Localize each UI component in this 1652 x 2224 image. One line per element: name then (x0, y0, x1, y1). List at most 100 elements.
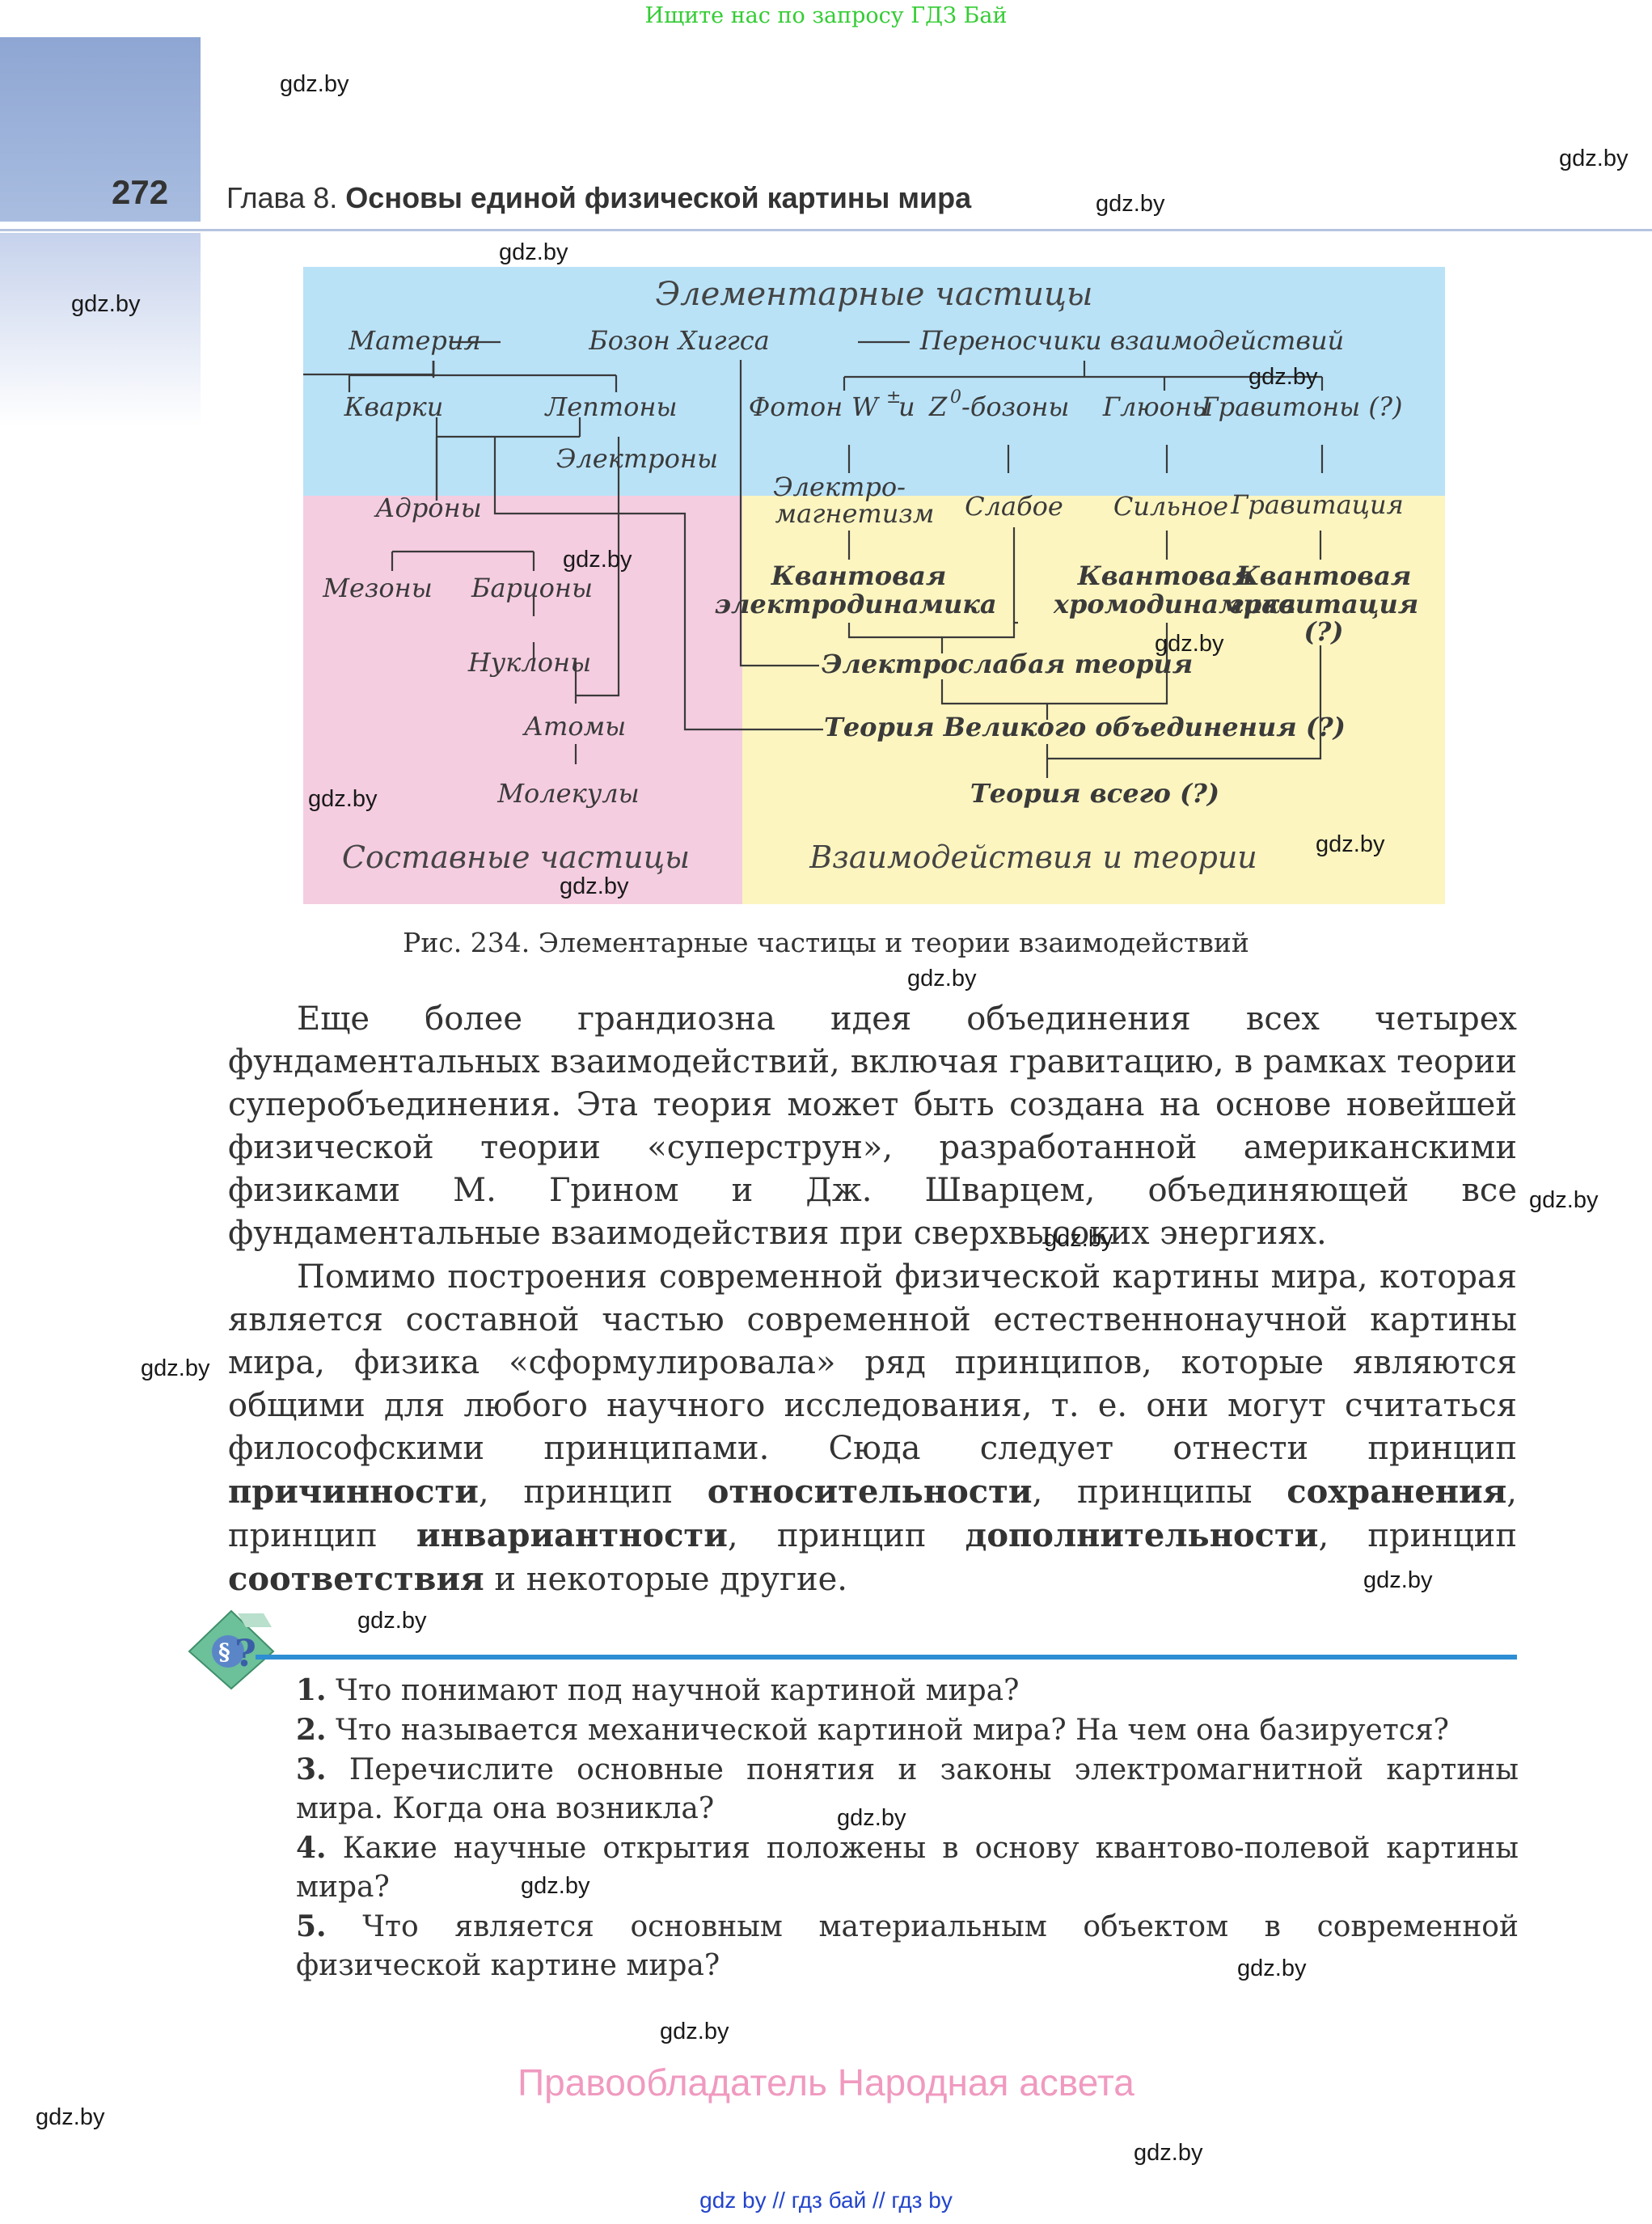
diagram-labels: Элементарные частицы Материя Бозон Хиггс… (322, 276, 1418, 875)
chapter-name: Основы единой физической картины мира (345, 181, 972, 214)
header-rule (0, 229, 1652, 231)
paragraph-2: Помимо построения современной физической… (228, 1256, 1517, 1601)
node-qcd-line2: хромодинамика (1053, 589, 1296, 619)
watermark: gdz.by (357, 1608, 427, 1634)
svg-text:§: § (218, 1638, 230, 1665)
node-molecules: Молекулы (496, 778, 639, 809)
paragraph-1-text: Еще более грандиозна идея объединения вс… (228, 1000, 1517, 1252)
watermark: gdz.by (280, 71, 349, 97)
watermark: gdz.by (36, 2104, 105, 2130)
node-baryons: Барионы (471, 573, 593, 603)
node-wz-z: Z (928, 391, 948, 422)
watermark: gdz.by (1529, 1187, 1599, 1213)
elementary-region (303, 267, 1445, 496)
chapter-title: Глава 8. Основы единой физической картин… (226, 181, 971, 215)
page-corner-gradient (0, 233, 201, 427)
node-qed-line1: Квантовая (771, 560, 947, 591)
paragraph-2-text: Помимо построения современной физической… (228, 1258, 1518, 1598)
watermark: gdz.by (1096, 191, 1165, 217)
interactions-region (742, 496, 1445, 904)
theory-labels: Квантовая электродинамика Квантовая хром… (714, 560, 1418, 809)
questions-list: 1. Что понимают под научной картиной мир… (296, 1671, 1519, 1985)
watermark: gdz.by (499, 239, 568, 265)
node-higgs: Бозон Хиггса (588, 325, 769, 356)
node-quarks: Кварки (344, 391, 444, 422)
term-conservation: сохранения (1287, 1473, 1507, 1511)
watermark: gdz.by (1155, 631, 1224, 657)
node-mesons: Мезоны (322, 573, 433, 603)
node-qed-line2: электродинамика (714, 589, 996, 619)
node-electroweak: Электрослабая теория (822, 649, 1193, 679)
svg-text:?: ? (234, 1631, 256, 1675)
watermark: gdz.by (1316, 831, 1385, 857)
node-matter: Материя (348, 325, 480, 356)
region-title-interactions: Взаимодействия и теории (809, 839, 1257, 875)
node-electrons: Электроны (556, 443, 718, 474)
term-causality: причинности (228, 1473, 479, 1511)
watermark: gdz.by (1237, 1956, 1307, 1981)
node-qg-line1: Квантовая (1236, 560, 1412, 591)
region-title-elementary: Элементарные частицы (656, 276, 1093, 313)
node-atoms: Атомы (522, 711, 626, 742)
composite-region (303, 496, 742, 904)
node-leptons: Лептоны (544, 391, 678, 422)
node-toe: Теория всего (?) (970, 778, 1219, 809)
watermark: gdz.by (563, 547, 632, 573)
question-4: 4. Какие научные открытия положены в осн… (296, 1831, 1519, 1904)
figure-caption: Рис. 234. Элементарные частицы и теории … (403, 927, 1249, 958)
node-carriers: Переносчики взаимодействий (919, 325, 1344, 356)
node-qg-line3: (?) (1303, 616, 1343, 647)
node-gut: Теория Великого объединения (?) (824, 712, 1346, 742)
term-invariance: инвариантности (416, 1516, 728, 1554)
watermark: gdz.by (660, 2019, 729, 2044)
page-number: 272 (112, 173, 169, 211)
watermark: gdz.by (1363, 1567, 1433, 1593)
questions-rule (256, 1655, 1517, 1660)
question-3: 3. Перечислите основные понятия и законы… (296, 1753, 1519, 1825)
node-em-line2: магнетизм (775, 498, 935, 529)
question-5: 5. Что является основным материальным об… (296, 1909, 1519, 1982)
watermark: gdz.by (141, 1355, 210, 1381)
node-hadrons: Адроны (374, 493, 481, 523)
page-corner-tab (0, 37, 201, 222)
watermark: gdz.by (907, 966, 977, 991)
watermark: gdz.by (1134, 2140, 1203, 2166)
tree-lines (348, 360, 1324, 778)
node-wz-and: и (898, 391, 915, 422)
chapter-prefix: Глава 8. (226, 181, 338, 214)
node-photon: Фотон (749, 391, 843, 422)
watermark: gdz.by (837, 1805, 906, 1831)
watermark: gdz.by (1044, 1226, 1113, 1252)
bottom-links[interactable]: gdz by // гдз бай // гдз by (699, 2188, 953, 2213)
watermark: gdz.by (521, 1873, 590, 1899)
node-em-line1: Электро- (773, 471, 906, 502)
node-qcd-line1: Квантовая (1077, 560, 1253, 591)
paragraph-1: Еще более грандиозна идея объединения вс… (228, 998, 1517, 1255)
node-wz-0: 0 (950, 387, 961, 408)
node-strong: Сильное (1113, 491, 1228, 522)
copyright-holder: Правообладатель Народная асвета (518, 2061, 1134, 2103)
watermark: gdz.by (560, 873, 629, 899)
term-relativity: относительности (707, 1473, 1033, 1511)
node-gluons: Глюоны (1102, 391, 1213, 422)
node-gravitons: Гравитоны (?) (1200, 391, 1402, 422)
particles-diagram: Элементарные частицы Материя Бозон Хиггс… (303, 267, 1445, 904)
term-complementarity: дополнительности (965, 1516, 1319, 1554)
watermark: gdz.by (71, 291, 141, 317)
question-2: 2. Что называется механической картиной … (296, 1713, 1449, 1747)
node-wz-pm: ± (886, 387, 901, 408)
node-nucleons: Нуклоны (467, 647, 591, 678)
watermark: gdz.by (1249, 364, 1318, 390)
term-correspondence: соответствия (228, 1560, 484, 1598)
watermark: gdz.by (308, 786, 378, 812)
watermark: gdz.by (1559, 146, 1629, 171)
node-gravitation: Гравитация (1230, 489, 1404, 520)
region-title-composite: Составные частицы (342, 839, 690, 875)
node-qg-line2: гравитация (1229, 589, 1418, 619)
top-banner[interactable]: Ищите нас по запросу ГДЗ Бай (644, 3, 1008, 28)
node-wz-w: W (851, 391, 881, 422)
questions-icon: § ? (188, 1609, 275, 1690)
node-weak: Слабое (965, 491, 1063, 522)
node-wz-bosons: -бозоны (961, 391, 1069, 422)
question-1: 1. Что понимают под научной картиной мир… (296, 1673, 1020, 1707)
